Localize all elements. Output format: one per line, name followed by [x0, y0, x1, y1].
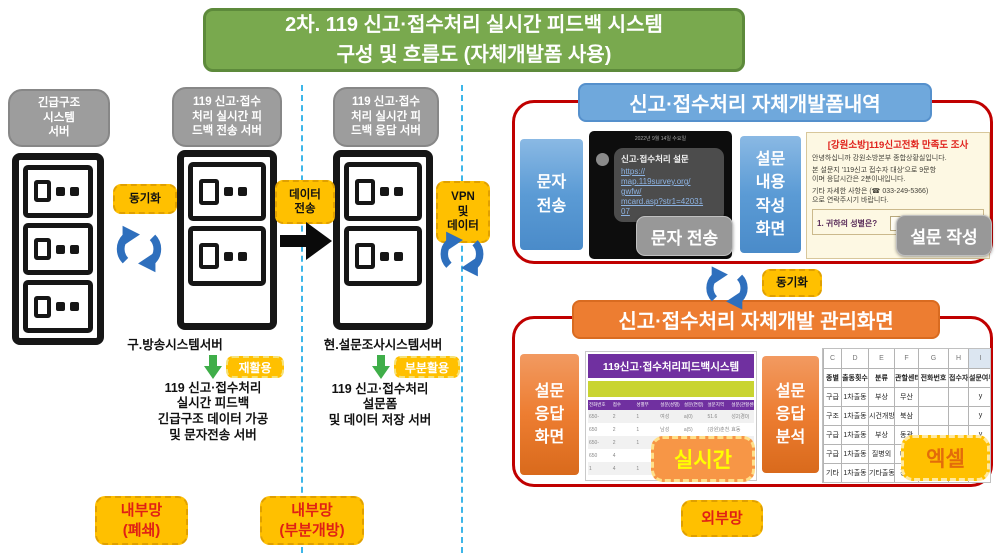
server-label-emergency: 긴급구조 시스템 서버: [8, 89, 110, 147]
excel-header-row: 종별출동횟수분류관할센터전화번호접수자설문여부: [823, 367, 990, 388]
survey-title: [강원소방]119신고전화 만족도 조사: [827, 140, 969, 151]
legacy-server-name-left: 구.방송시스템서버: [127, 338, 223, 353]
server-label-feedback-send: 119 신고·접수 처리 실시간 피 드백 전송 서버: [172, 87, 282, 147]
survey-description: 본 설문지 '119신고 접수자 대상'으로 9문항 이며 응답시간은 2분이내…: [812, 167, 937, 184]
phone-date: 2022년 9월 14일 수요일: [634, 136, 687, 142]
rack-unit: [188, 226, 266, 286]
rack-unit: [23, 222, 93, 276]
survey-question: 1. 귀하의 성별은?: [817, 219, 878, 229]
dashboard-banner: 119신고·접수처리피드백시스템: [588, 354, 754, 378]
network-boundary-line-2: [461, 85, 463, 553]
new-server-role-left: 119 신고·접수처리 실시간 피드백 긴급구조 데이터 가공 및 문자전송 서…: [157, 380, 269, 442]
excel-badge: 엑셀: [901, 435, 990, 481]
realtime-badge: 실시간: [651, 436, 755, 482]
server-rack-1: [12, 153, 104, 345]
server-label-feedback-response: 119 신고·접수 처리 실시간 피 드백 응답 서버: [333, 87, 439, 147]
new-server-role-right: 119 신고·접수처리 설문폼 및 데이터 저장 서버: [328, 381, 432, 427]
server-rack-2: [177, 150, 277, 330]
sync-arrows-icon-1: [110, 220, 168, 278]
phone-screenshot: 2022년 9월 14일 수요일 신고·접수처리 설문 https:// map…: [589, 131, 732, 259]
avatar: [596, 153, 609, 166]
survey-greeting: 안녕하십니까 강원소방본부 종합상황실입니다.: [812, 155, 947, 162]
survey-form-label: 설문 내용 작성 화면: [740, 136, 801, 253]
reuse-badge-right: 부분활용: [394, 356, 460, 378]
page-title: 2차. 119 신고·접수처리 실시간 피드백 시스템 구성 및 흐름도 (자체…: [203, 8, 745, 72]
reuse-badge-left: 재활용: [226, 356, 284, 378]
survey-response-label: 설문 응답 화면: [520, 354, 579, 475]
lower-panel-title: 신고·접수처리 자체개발 관리화면: [572, 300, 940, 339]
vpn-badge: VPN 및 데이터: [436, 181, 490, 243]
network-boundary-line-1: [301, 85, 303, 553]
rack-unit: [23, 165, 93, 218]
rack-unit: [23, 280, 93, 334]
survey-contact: 기타 자세한 사항은 (☎ 033-249-5366) 으로 연락주시기 바랍니…: [812, 188, 929, 205]
data-transfer-badge: 데이터 전송: [275, 180, 335, 224]
legacy-server-name-right: 현.설문조사시스템서버: [323, 338, 443, 353]
down-arrow-icon-right: [372, 355, 390, 379]
rack-unit: [188, 162, 266, 222]
message-title: 신고·접수처리 설문: [621, 154, 689, 164]
network-badge-external: 외부망: [681, 500, 763, 537]
sms-overlay-badge: 문자 전송: [636, 216, 733, 256]
network-badge-internal-partial: 내부망 (부분개방): [260, 496, 364, 545]
survey-analysis-label: 설문 응답 분석: [762, 356, 819, 473]
sync-badge-2: 동기화: [762, 269, 822, 297]
survey-overlay-badge: 설문 작성: [896, 215, 992, 256]
dashboard-toolbar: [588, 381, 754, 397]
data-flow-arrow-icon: [280, 220, 334, 262]
sms-send-label: 문자 전송: [520, 139, 583, 250]
down-arrow-icon-left: [204, 355, 222, 379]
network-badge-internal-closed: 내부망 (폐쇄): [95, 496, 188, 545]
sync-badge-1: 동기화: [113, 184, 177, 214]
rack-unit: [344, 226, 422, 286]
rack-unit: [344, 162, 422, 222]
sync-arrows-icon-vpn: [433, 226, 491, 282]
survey-link: https:// map.119survey.org/ gwfw/ mcard.…: [621, 167, 704, 216]
message-bubble: 신고·접수처리 설문 https:// map.119survey.org/ g…: [614, 148, 724, 222]
sync-arrows-icon-2: [699, 261, 755, 315]
server-rack-3: [333, 150, 433, 330]
upper-panel-title: 신고·접수처리 자체개발폼내역: [578, 83, 932, 122]
